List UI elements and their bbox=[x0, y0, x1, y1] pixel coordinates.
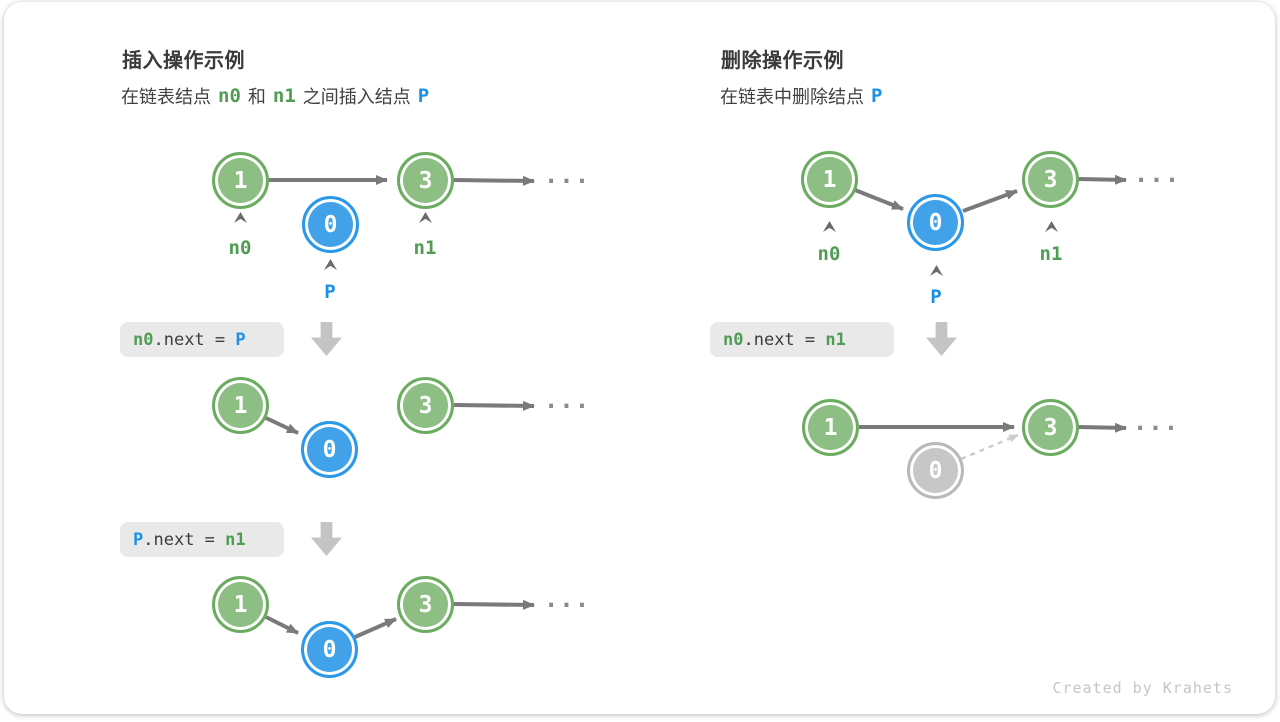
node-1: 1 bbox=[212, 152, 269, 209]
delete-panel-title: 删除操作示例 bbox=[721, 50, 844, 72]
node-value: 3 bbox=[418, 167, 433, 194]
node-value: 0 bbox=[928, 209, 943, 236]
arrow-insert-s3-n0-p bbox=[265, 615, 299, 635]
pointer-caret-icon bbox=[930, 265, 943, 276]
code-statement-p-next-n1: P.next = n1 bbox=[120, 522, 284, 557]
node-1: 1 bbox=[802, 399, 859, 456]
arrow-delete-s1-n0-p bbox=[854, 188, 904, 211]
list-continues-ellipsis: ... bbox=[543, 386, 591, 414]
pointer-caret-icon bbox=[823, 221, 836, 232]
node-value: 3 bbox=[418, 591, 433, 618]
node-value: 1 bbox=[823, 414, 838, 441]
arrow-insert-s3-p-n1 bbox=[354, 617, 397, 639]
list-continues-ellipsis: ... bbox=[1133, 160, 1181, 188]
arrow-delete-s2-n1-rest bbox=[1078, 422, 1127, 433]
node-value: 0 bbox=[322, 436, 337, 463]
node-0-p: 0 bbox=[301, 621, 358, 678]
node-value: 1 bbox=[233, 591, 248, 618]
insert-panel-title: 插入操作示例 bbox=[122, 50, 245, 72]
code-lhs: n0 bbox=[133, 329, 154, 350]
code-statement-n0-next-n1: n0.next = n1 bbox=[710, 322, 894, 357]
node-3: 3 bbox=[1022, 151, 1079, 208]
label-n0: n0 bbox=[817, 243, 841, 265]
label-p: P bbox=[324, 281, 336, 303]
label-n1: n1 bbox=[1039, 243, 1063, 265]
code-rhs: P bbox=[235, 329, 246, 350]
subtitle-token-p: P bbox=[871, 85, 883, 107]
node-value: 0 bbox=[928, 457, 943, 484]
credit-text: Created by Krahets bbox=[1052, 679, 1233, 697]
node-0-p: 0 bbox=[907, 194, 964, 251]
code-rhs: n1 bbox=[825, 329, 846, 350]
subtitle-text: 和 bbox=[247, 87, 266, 107]
step-down-arrow-icon bbox=[926, 322, 957, 356]
arrow-insert-s2-n1-rest bbox=[453, 400, 535, 411]
delete-panel-subtitle: 在链表中删除结点 P bbox=[720, 83, 889, 109]
node-1: 1 bbox=[212, 377, 269, 434]
code-mid: .next = bbox=[743, 329, 826, 350]
node-3: 3 bbox=[1022, 399, 1079, 456]
subtitle-text: 在链表结点 bbox=[121, 87, 211, 107]
node-value: 3 bbox=[1043, 414, 1058, 441]
node-3: 3 bbox=[397, 576, 454, 633]
step-down-arrow-icon bbox=[311, 522, 342, 556]
label-p: P bbox=[930, 286, 942, 308]
arrow-insert-s2-n0-p bbox=[265, 416, 299, 435]
subtitle-token-n0: n0 bbox=[218, 85, 241, 107]
arrow-insert-s3-n1-rest bbox=[453, 599, 535, 610]
pointer-caret-icon bbox=[419, 212, 432, 223]
node-0-p: 0 bbox=[301, 421, 358, 478]
insert-panel-subtitle: 在链表结点 n0 和 n1 之间插入结点 P bbox=[121, 83, 436, 109]
node-value: 1 bbox=[822, 166, 837, 193]
pointer-caret-icon bbox=[1045, 221, 1058, 232]
list-continues-ellipsis: ... bbox=[543, 585, 591, 613]
node-value: 0 bbox=[322, 636, 337, 663]
node-3: 3 bbox=[397, 152, 454, 209]
subtitle-token-n1: n1 bbox=[272, 85, 296, 107]
pointer-caret-icon bbox=[234, 212, 247, 223]
step-down-arrow-icon bbox=[311, 322, 342, 356]
subtitle-text: 在链表中删除结点 bbox=[720, 87, 864, 107]
node-0-removed: 0 bbox=[907, 442, 964, 499]
node-value: 3 bbox=[418, 392, 433, 419]
code-mid: .next = bbox=[153, 329, 236, 350]
arrow-layer bbox=[265, 174, 1127, 639]
arrow-delete-s1-p-n1 bbox=[962, 189, 1018, 213]
node-value: 3 bbox=[1043, 166, 1058, 193]
arrow-delete-s2-removed-dashed bbox=[960, 433, 1019, 461]
label-n1: n1 bbox=[413, 237, 437, 259]
figure-card: 插入操作示例 在链表结点 n0 和 n1 之间插入结点 P 1 0 3 n0 P… bbox=[4, 2, 1275, 714]
node-3: 3 bbox=[397, 377, 454, 434]
code-rhs: n1 bbox=[225, 529, 246, 550]
code-mid: .next = bbox=[143, 529, 226, 550]
label-n0: n0 bbox=[228, 237, 252, 259]
pointer-caret-icon bbox=[324, 259, 337, 270]
node-value: 1 bbox=[233, 392, 248, 419]
node-value: 0 bbox=[323, 211, 338, 238]
arrow-delete-s1-n1-rest bbox=[1078, 174, 1127, 185]
arrow-insert-s1-n1-rest bbox=[452, 175, 535, 186]
list-continues-ellipsis: ... bbox=[1132, 408, 1180, 436]
subtitle-token-p: P bbox=[417, 85, 430, 107]
code-lhs: n0 bbox=[723, 329, 744, 350]
node-0-p: 0 bbox=[302, 196, 359, 253]
code-statement-n0-next-p: n0.next = P bbox=[120, 322, 284, 357]
code-lhs: P bbox=[133, 529, 144, 550]
list-continues-ellipsis: ... bbox=[543, 161, 591, 189]
node-value: 1 bbox=[233, 167, 248, 194]
node-1: 1 bbox=[801, 151, 858, 208]
subtitle-text: 之间插入结点 bbox=[302, 87, 411, 107]
node-1: 1 bbox=[212, 576, 269, 633]
